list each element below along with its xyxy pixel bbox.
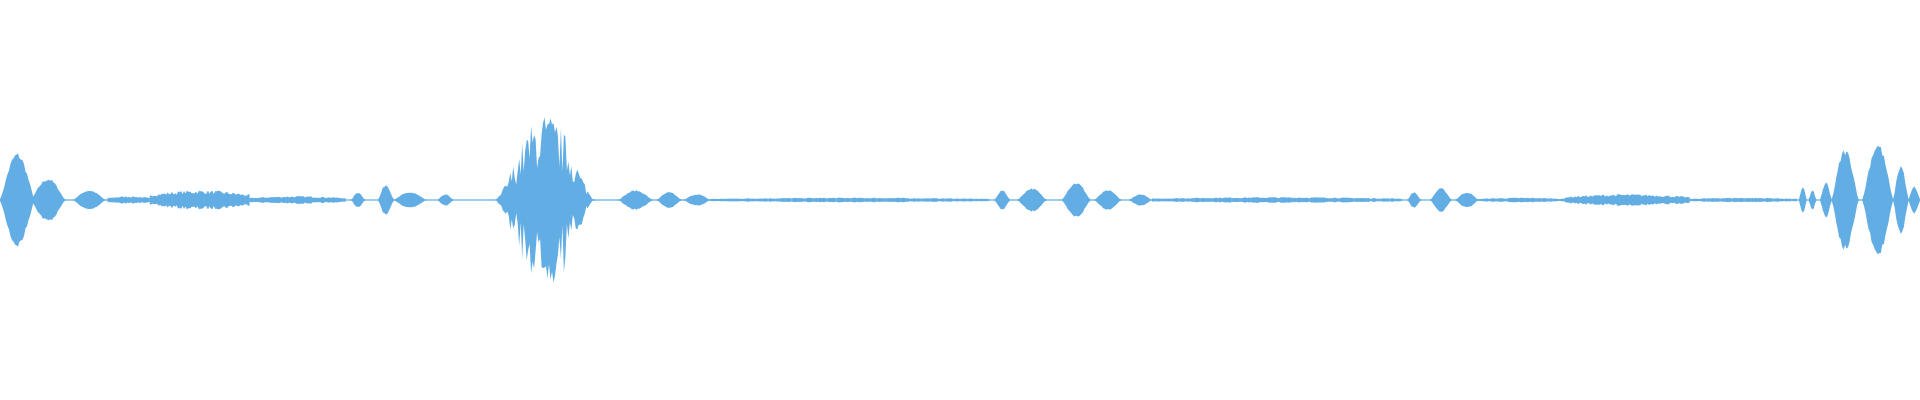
waveform-burst bbox=[1799, 187, 1807, 213]
waveform-burst bbox=[0, 153, 35, 247]
waveform-burst bbox=[1455, 193, 1479, 207]
waveform-burst bbox=[683, 194, 711, 206]
waveform-burst bbox=[1689, 197, 1798, 203]
waveform-burst bbox=[1808, 190, 1817, 210]
waveform-burst bbox=[73, 190, 106, 210]
waveform-burst bbox=[107, 196, 150, 204]
waveform-burst bbox=[1862, 145, 1894, 255]
waveform-burst bbox=[1564, 194, 1690, 206]
waveform-burst bbox=[149, 190, 250, 210]
waveform-burst bbox=[1061, 183, 1091, 217]
waveform-burst bbox=[1908, 186, 1920, 214]
waveform-burst bbox=[710, 197, 989, 203]
waveform-burst bbox=[1129, 194, 1152, 206]
waveform-burst bbox=[1152, 197, 1402, 203]
waveform-burst bbox=[994, 190, 1010, 210]
waveform-burst bbox=[495, 117, 596, 283]
waveform-burst bbox=[30, 179, 66, 221]
waveform-burst bbox=[351, 193, 365, 207]
waveform-burst bbox=[378, 185, 394, 215]
waveform-burst bbox=[393, 192, 427, 208]
waveform-burst bbox=[1017, 188, 1047, 212]
waveform-burst bbox=[1430, 188, 1452, 212]
waveform-bursts bbox=[0, 117, 1920, 283]
waveform-burst bbox=[1094, 190, 1122, 210]
waveform-burst bbox=[656, 192, 682, 208]
waveform-burst bbox=[1407, 192, 1421, 208]
waveform-burst bbox=[249, 196, 346, 204]
waveform-burst bbox=[1478, 197, 1565, 203]
waveform-burst bbox=[1820, 182, 1832, 218]
waveform-burst bbox=[618, 190, 653, 210]
waveform-burst bbox=[1893, 166, 1909, 234]
waveform-burst bbox=[437, 194, 454, 206]
waveform-burst bbox=[1831, 150, 1859, 250]
